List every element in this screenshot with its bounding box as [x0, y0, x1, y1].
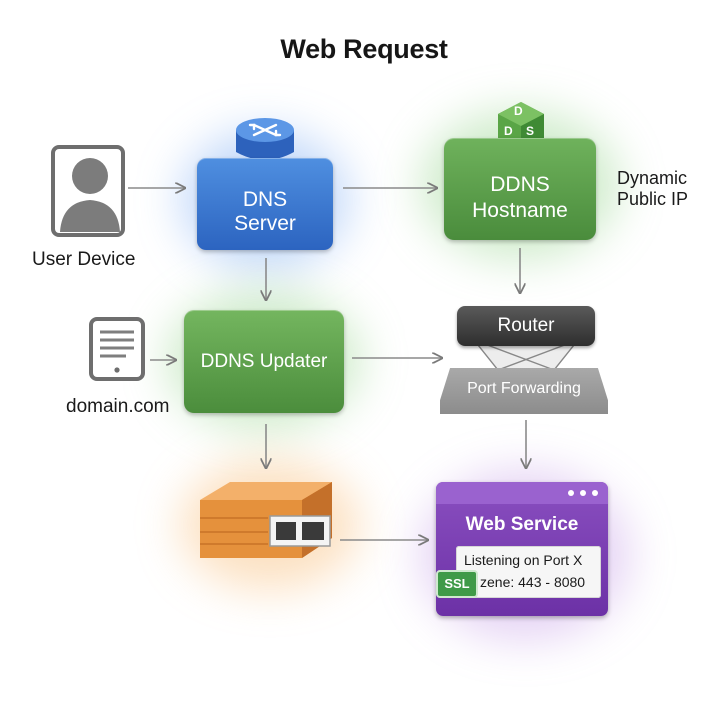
dynamic-ip-line2: Public IP — [617, 189, 689, 209]
dns-server-label-line1: DNS — [242, 188, 288, 211]
router-node: Router — [457, 306, 595, 346]
ddns-logo-letter-3: S — [526, 124, 535, 138]
document-tablet-icon — [89, 317, 145, 381]
web-service-node: Web Service Listening on Port X zene: 44… — [436, 482, 608, 616]
ddns-hostname-node: DDNS Hostname — [444, 138, 596, 240]
dns-server-node: DNS Server — [197, 158, 333, 250]
web-service-panel: Listening on Port X zene: 443 - 8080 — [456, 546, 601, 598]
window-dot-icon — [592, 490, 598, 496]
ddns-updater-node: DDNS Updater — [184, 310, 344, 413]
domain-label: domain.com — [66, 396, 170, 417]
dns-server-cylinder-icon — [236, 118, 294, 160]
port-forwarding-label: Port Forwarding — [440, 368, 608, 414]
web-service-title: Web Service — [465, 514, 579, 535]
web-service-line2: zene: 443 - 8080 — [480, 574, 586, 590]
network-switch-icon — [200, 482, 332, 558]
user-device-icon — [51, 145, 125, 237]
window-dot-icon — [580, 490, 586, 496]
ddns-logo-letter-1: D — [514, 104, 523, 118]
ddns-hostname-label-line2: Hostname — [472, 199, 568, 222]
diagram-title: Web Request — [280, 34, 448, 64]
dns-server-label-line2: Server — [234, 212, 296, 235]
dynamic-ip-line1: Dynamic — [617, 168, 688, 188]
web-service-titlebar — [436, 482, 608, 504]
ssl-badge: SSL — [436, 570, 478, 598]
ddns-updater-label: DDNS Updater — [200, 350, 328, 372]
user-device-label: User Device — [32, 249, 136, 270]
dynamic-ip-label: Dynamic Public IP — [617, 168, 688, 210]
ddns-hostname-label-line1: DDNS — [490, 173, 550, 196]
ddns-logo-letter-2: D — [504, 124, 513, 138]
window-dot-icon — [568, 490, 574, 496]
web-service-line1: Listening on Port X — [464, 552, 583, 568]
